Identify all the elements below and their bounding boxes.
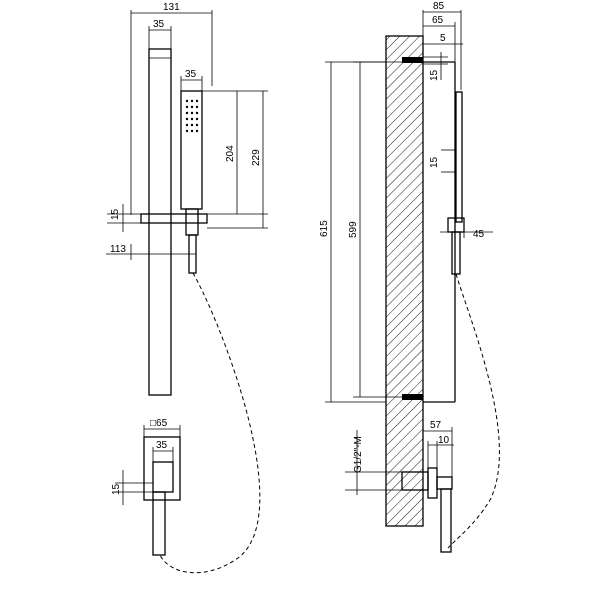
- wall-outlet-body: [152, 461, 174, 493]
- dim-65: 65: [432, 15, 444, 26]
- hand-shower-nozzles: [185, 99, 199, 133]
- wall-outlet-plate: [143, 436, 181, 501]
- wall-clip-bottom: [402, 394, 423, 400]
- dim-thread: G1/2"-M: [353, 436, 364, 473]
- hose: [159, 272, 261, 574]
- dim-45: 45: [473, 229, 485, 240]
- hand-shower-holder: [140, 213, 208, 224]
- wall-clip-top: [402, 57, 423, 63]
- dim-35-bar: 35: [153, 19, 165, 30]
- left-view: 131 35 35 204 229 15 113: [106, 2, 268, 574]
- hand-shower-side: [455, 91, 463, 223]
- dim-113: 113: [110, 244, 126, 255]
- dim-85: 85: [433, 1, 445, 12]
- wall-outlet-hose-fitting: [152, 491, 166, 556]
- dim-615: 615: [319, 220, 330, 237]
- hand-shower: [180, 90, 203, 210]
- wall-section: [385, 35, 424, 527]
- dim-229: 229: [251, 149, 262, 166]
- wall-outlet-fitting-side: [436, 476, 453, 490]
- dim-outlet-65: □65: [150, 418, 168, 429]
- dim-599: 599: [348, 221, 359, 238]
- left-dimensions: 131 35 35 204 229 15 113: [106, 2, 268, 505]
- dim-57: 57: [430, 420, 442, 431]
- dim-clip-15: 15: [429, 69, 440, 81]
- wall-outlet-hose-side: [440, 488, 452, 553]
- dim-35-hand: 35: [185, 69, 197, 80]
- holder-connector: [185, 208, 199, 236]
- slide-bar: [148, 48, 172, 396]
- dim-5: 5: [440, 33, 446, 44]
- dim-15-holder: 15: [110, 208, 121, 220]
- dim-204: 204: [225, 145, 236, 162]
- wall-outlet-plate-side: [427, 467, 438, 499]
- right-view: 85 65 5 15 615 599 15 45: [319, 1, 500, 553]
- dim-outlet-15: 15: [111, 483, 122, 495]
- hose-connector-side: [451, 231, 461, 275]
- right-dimensions: 85 65 5 15 615 599 15 45: [319, 1, 493, 495]
- dim-131: 131: [163, 2, 180, 13]
- dim-outlet-35: 35: [156, 440, 168, 451]
- hose-side: [447, 273, 500, 549]
- dim-10: 10: [438, 435, 450, 446]
- dim-hand-15: 15: [429, 156, 440, 168]
